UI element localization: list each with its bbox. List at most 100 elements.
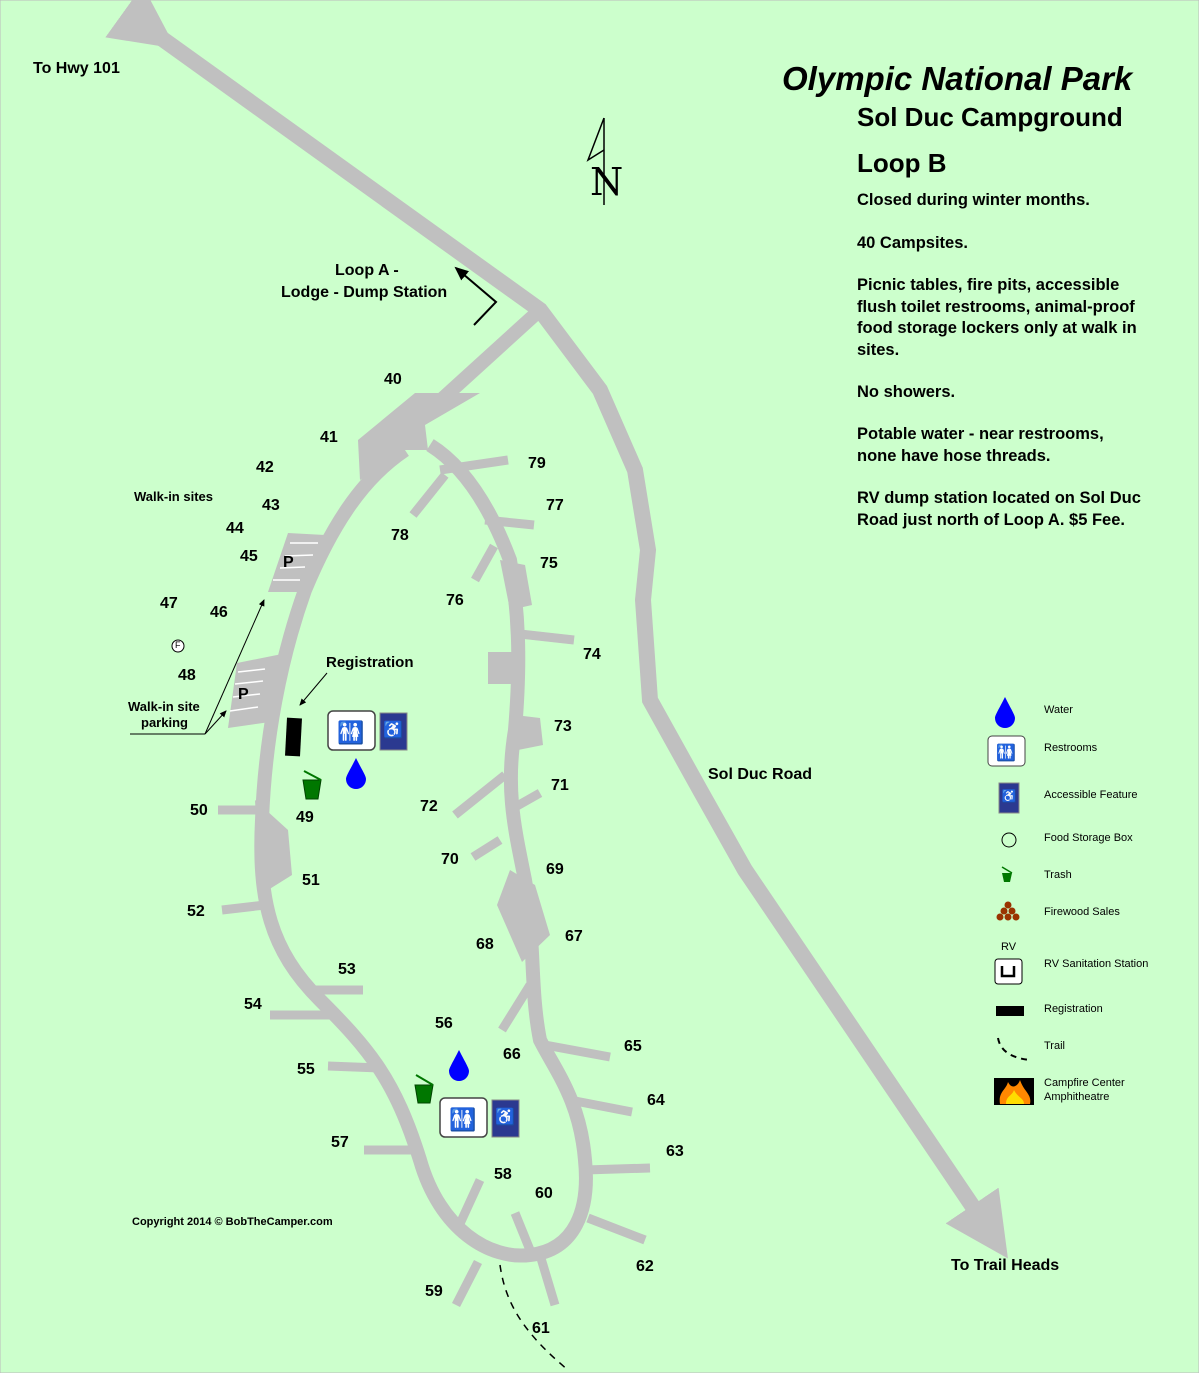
site-74: 74 <box>583 646 601 663</box>
to-trail-heads-label: To Trail Heads <box>951 1257 1060 1274</box>
site-spurs <box>218 455 651 1308</box>
site-64: 64 <box>647 1092 665 1109</box>
loop-b-road <box>254 439 593 1263</box>
site-61: 61 <box>532 1320 550 1337</box>
loop-a-label: Loop A - <box>335 262 399 279</box>
to-hwy-101-label: To Hwy 101 <box>33 60 120 77</box>
legend-accessible-icon: ♿ <box>998 782 1020 814</box>
restrooms-icon: 🚻 <box>327 710 376 751</box>
site-62: 62 <box>636 1258 654 1275</box>
north-arrow-icon <box>586 117 605 205</box>
legend-trash-icon <box>1001 866 1013 882</box>
site-42: 42 <box>256 459 274 476</box>
svg-text:♿: ♿ <box>495 1107 515 1126</box>
legend-food-storage-icon <box>1001 832 1017 848</box>
site-46: 46 <box>210 604 228 621</box>
legend-restrooms-icon: 🚻 <box>987 735 1026 767</box>
site-53: 53 <box>338 961 356 978</box>
registration-label: Registration <box>326 654 414 671</box>
site-63: 63 <box>666 1143 684 1160</box>
svg-text:♿: ♿ <box>383 720 403 739</box>
parking-lots <box>228 533 325 728</box>
site-58: 58 <box>494 1166 512 1183</box>
info-campsites: 40 Campsites. <box>857 234 968 252</box>
legend-registration: Registration <box>1044 1003 1103 1015</box>
site-43: 43 <box>262 497 280 514</box>
legend-rv-sanitation-icon <box>994 958 1023 985</box>
site-60: 60 <box>535 1185 553 1202</box>
legend-accessible: Accessible Feature <box>1044 789 1138 801</box>
site-75: 75 <box>540 555 558 572</box>
site-76: 76 <box>446 592 464 609</box>
legend-food-storage: Food Storage Box <box>1044 832 1133 844</box>
water-drop-icon <box>346 758 366 789</box>
site-70: 70 <box>441 851 459 868</box>
site-68: 68 <box>476 936 494 953</box>
parking-label: P <box>238 686 249 703</box>
legend-water-icon <box>995 697 1015 728</box>
info-amenities: Picnic tables, fire pits, accessible flu… <box>857 276 1137 359</box>
site-59: 59 <box>425 1283 443 1300</box>
walk-in-parking-label-2: parking <box>141 715 188 730</box>
loop-name: Loop B <box>857 148 947 178</box>
registration-booth-icon[interactable] <box>285 717 302 757</box>
site-55: 55 <box>297 1061 315 1078</box>
food-storage-letter: F <box>175 640 181 650</box>
info-dump-station: RV dump station located on Sol Duc Road … <box>857 489 1141 529</box>
site-50: 50 <box>190 802 208 819</box>
site-79: 79 <box>528 455 546 472</box>
svg-text:🚻: 🚻 <box>337 720 364 745</box>
site-56: 56 <box>435 1015 453 1032</box>
water-drop-icon <box>449 1050 469 1081</box>
loop-a-arrow[interactable] <box>454 266 498 326</box>
accessible-icon: ♿ <box>491 1099 520 1138</box>
sol-duc-road-label: Sol Duc Road <box>708 766 813 783</box>
site-77: 77 <box>546 497 564 514</box>
legend-trash: Trash <box>1044 869 1072 881</box>
site-45: 45 <box>240 548 258 565</box>
site-48: 48 <box>178 667 196 684</box>
info-season: Closed during winter months. <box>857 191 1090 209</box>
legend-firewood-icon <box>996 901 1020 921</box>
parking-label: P <box>283 554 294 571</box>
loop-a-destinations-label: Lodge - Dump Station <box>281 284 448 301</box>
site-47: 47 <box>160 595 178 612</box>
site-41: 41 <box>320 429 338 446</box>
restrooms-icon: 🚻 <box>439 1097 488 1138</box>
campground-name: Sol Duc Campground <box>857 102 1123 132</box>
legend-restrooms: Restrooms <box>1044 742 1098 754</box>
north-label: N <box>590 160 624 204</box>
svg-text:🚻: 🚻 <box>449 1107 476 1132</box>
sol-duc-road <box>105 0 1008 1259</box>
legend-trail: Trail <box>1044 1040 1065 1052</box>
site-72: 72 <box>420 798 438 815</box>
site-65: 65 <box>624 1038 642 1055</box>
site-44: 44 <box>226 520 244 537</box>
site-49: 49 <box>296 809 314 826</box>
site-73: 73 <box>554 718 572 735</box>
legend-registration-icon <box>996 1006 1024 1016</box>
site-54: 54 <box>244 996 262 1013</box>
svg-text:🚻: 🚻 <box>996 743 1016 762</box>
trash-icon <box>302 770 322 800</box>
trail <box>499 1264 569 1371</box>
info-water: Potable water - near restrooms, none hav… <box>857 425 1104 465</box>
legend-rv-prefix: RV <box>1001 941 1017 953</box>
legend-campfire: Campfire Center Amphitheatre <box>1044 1077 1125 1103</box>
site-52: 52 <box>187 903 205 920</box>
site-57: 57 <box>331 1134 349 1151</box>
svg-text:♿: ♿ <box>1002 789 1017 803</box>
accessible-icon: ♿ <box>379 712 408 751</box>
legend-firewood: Firewood Sales <box>1044 906 1120 918</box>
food-storage-icon <box>171 639 185 653</box>
legend-trail-icon <box>997 1037 1031 1061</box>
legend-water: Water <box>1044 704 1073 716</box>
info-showers: No showers. <box>857 383 956 401</box>
legend-rv-sanitation: RV Sanitation Station <box>1044 958 1149 970</box>
walk-in-sites-label: Walk-in sites <box>134 489 213 504</box>
site-40: 40 <box>384 371 402 388</box>
leader-arrows <box>130 599 328 735</box>
site-69: 69 <box>546 861 564 878</box>
site-66: 66 <box>503 1046 521 1063</box>
trash-icon <box>414 1074 434 1104</box>
